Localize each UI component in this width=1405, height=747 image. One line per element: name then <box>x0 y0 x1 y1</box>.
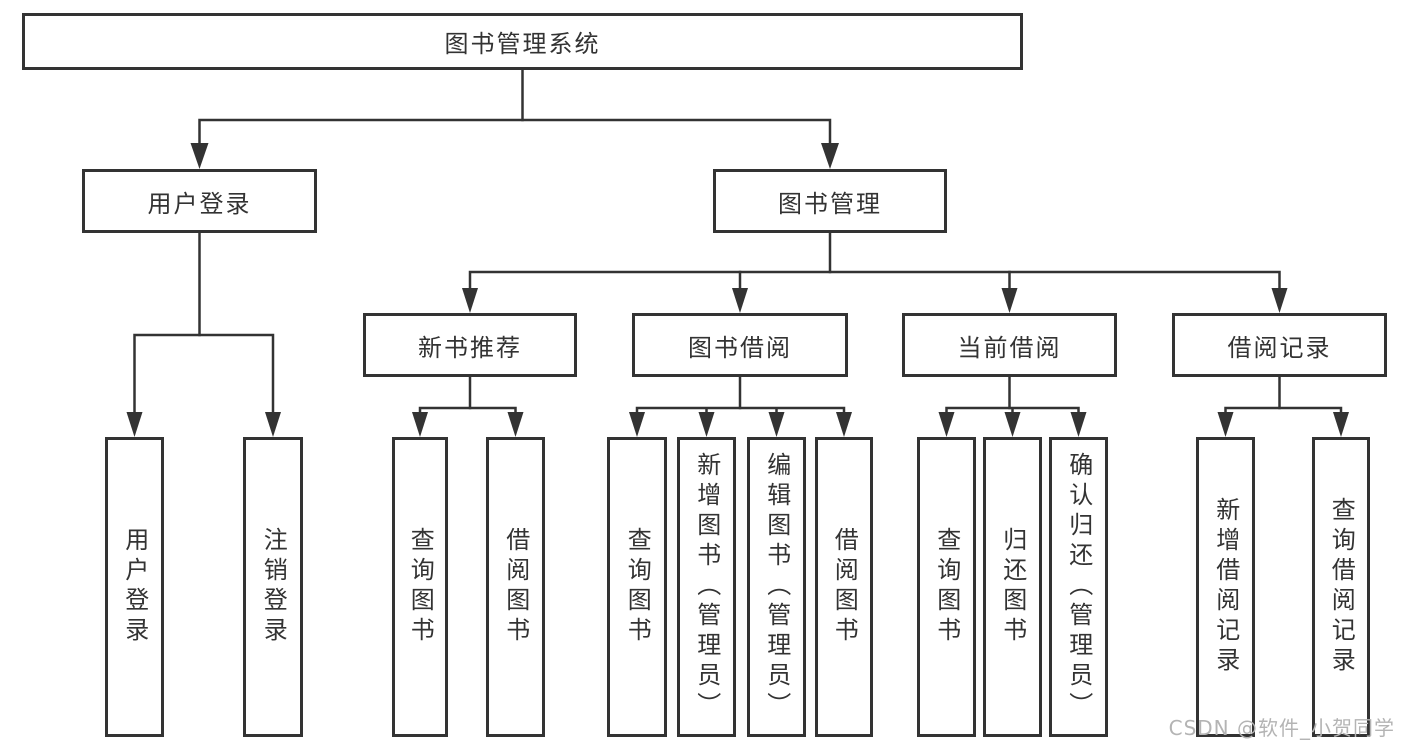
arrow-leaf-bb-borrow <box>836 412 852 437</box>
arrow-leaf-cb-confirm <box>1070 412 1087 437</box>
leaf-label: 注销登录 <box>259 527 288 647</box>
leaf-label: 用户登录 <box>120 527 149 647</box>
leaf-bb-edit-book: 编辑图书（管理员） <box>747 437 806 737</box>
leaf-label: 新增图书（管理员） <box>692 452 721 722</box>
level3-mid-drops <box>738 270 1011 293</box>
arrow-book-management <box>821 143 839 169</box>
arrowheads <box>126 143 1349 437</box>
arrow-leaf-logout <box>265 412 281 437</box>
arrow-leaf-br-query <box>1333 412 1349 437</box>
node-book-borrow: 图书借阅 <box>632 313 848 377</box>
leaf-nb-query-book: 查询图书 <box>392 437 448 737</box>
arrow-book-borrow <box>732 288 748 313</box>
new-book-rail <box>418 406 517 416</box>
leaf-nb-borrow-book: 借阅图书 <box>486 437 545 737</box>
leaf-label: 新增借阅记录 <box>1211 497 1240 677</box>
arrow-new-book <box>462 288 478 313</box>
arrow-leaf-bb-query <box>629 412 645 437</box>
arrow-leaf-login <box>126 412 143 437</box>
arrow-leaf-cb-return <box>1004 412 1021 437</box>
leaf-cb-confirm-return: 确认归还（管理员） <box>1049 437 1108 737</box>
book-borrow-rail <box>635 406 846 416</box>
node-borrow-records: 借阅记录 <box>1172 313 1387 377</box>
leaf-br-add-record: 新增借阅记录 <box>1196 437 1255 737</box>
leaf-label: 借阅图书 <box>501 527 530 647</box>
leaf-bb-borrow-book: 借阅图书 <box>815 437 873 737</box>
arrow-current-borrow <box>1001 288 1018 313</box>
node-current-borrow: 当前借阅 <box>902 313 1117 377</box>
arrow-leaf-bb-add <box>698 412 715 437</box>
leaf-label: 归还图书 <box>998 527 1027 647</box>
arrow-leaf-br-add <box>1217 412 1234 437</box>
node-root: 图书管理系统 <box>22 13 1023 70</box>
leaf-label: 确认归还（管理员） <box>1064 452 1093 722</box>
node-new-book-recommend: 新书推荐 <box>363 313 577 377</box>
watermark: CSDN @软件_小贺同学 <box>1168 716 1395 740</box>
arrow-leaf-bb-edit <box>768 412 785 437</box>
leaf-label: 查询图书 <box>406 527 435 647</box>
borrow-records-rail <box>1224 406 1343 416</box>
leaf-cb-query-book: 查询图书 <box>917 437 976 737</box>
arrow-leaf-nb-borrow <box>507 412 524 437</box>
node-user-login: 用户登录 <box>82 169 317 233</box>
user-login-rail <box>133 333 275 416</box>
node-book-management: 图书管理 <box>713 169 947 233</box>
leaf-label: 借阅图书 <box>830 527 859 647</box>
leaf-label: 查询借阅记录 <box>1327 497 1356 677</box>
leaf-bb-add-book: 新增图书（管理员） <box>677 437 736 737</box>
leaf-label: 查询图书 <box>932 527 961 647</box>
leaf-user-login: 用户登录 <box>105 437 164 737</box>
arrow-borrow-records <box>1271 288 1288 313</box>
leaf-logout: 注销登录 <box>243 437 303 737</box>
leaf-cb-return-book: 归还图书 <box>983 437 1042 737</box>
arrow-leaf-nb-query <box>412 412 428 437</box>
arrow-leaf-cb-query <box>938 412 955 437</box>
level2-rail <box>198 118 832 148</box>
leaf-bb-query-book: 查询图书 <box>607 437 667 737</box>
arrow-user-login <box>190 143 209 169</box>
leaf-br-query-record: 查询借阅记录 <box>1312 437 1370 737</box>
leaf-label: 编辑图书（管理员） <box>762 452 791 722</box>
leaf-label: 查询图书 <box>623 527 652 647</box>
level3-rail <box>468 270 1281 293</box>
